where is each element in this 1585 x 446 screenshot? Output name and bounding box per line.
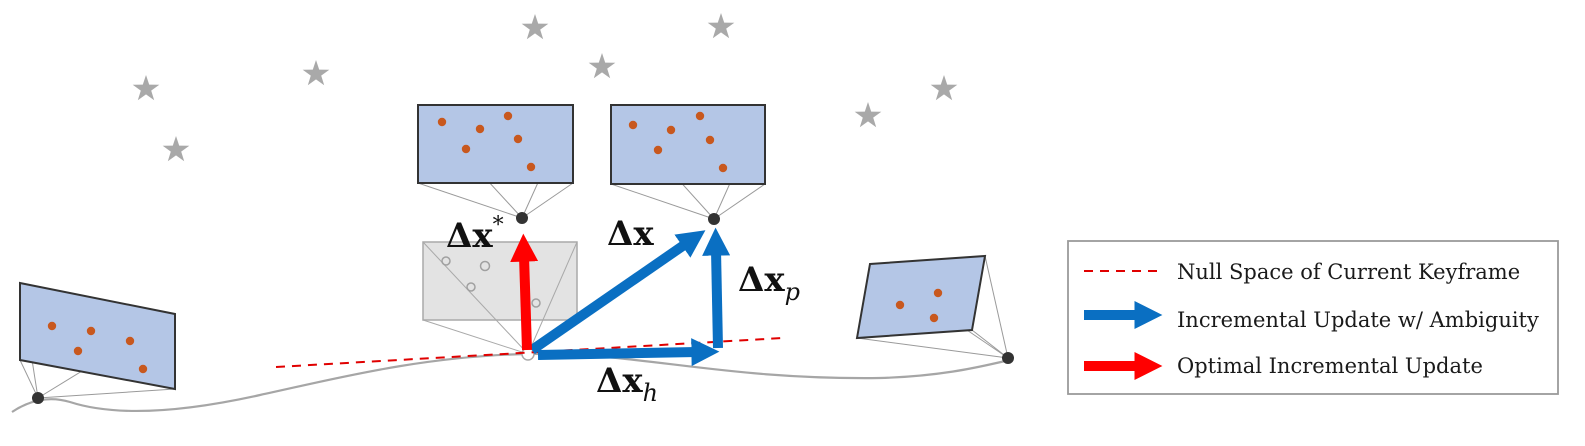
arrow-dx-star — [510, 233, 539, 351]
label-dx-p: Δxp — [738, 260, 800, 306]
star-icon — [707, 13, 735, 39]
arrow-dx — [529, 230, 706, 355]
feature-points — [437, 111, 536, 172]
camera-center — [32, 392, 44, 404]
camera-center — [708, 213, 720, 225]
arrow-dx-p — [702, 227, 731, 349]
keyframe-optimal — [417, 104, 574, 224]
ghost-feature-points — [441, 256, 541, 308]
camera-trajectory — [11, 352, 1011, 413]
star-icon — [930, 75, 958, 101]
label-dx-star: Δx* — [446, 213, 504, 256]
arrow-dx-h — [537, 338, 720, 367]
legend-label-optimal: Optimal Incremental Update — [1177, 354, 1483, 378]
feature-points — [628, 111, 728, 173]
star-icon — [302, 60, 330, 86]
feature-points — [895, 288, 943, 323]
legend: Null Space of Current Keyframe Increment… — [1067, 240, 1559, 395]
ghost-keyframe — [422, 241, 578, 361]
image-plane — [610, 104, 766, 185]
keyframe-ambiguous — [610, 104, 766, 225]
camera-center — [1002, 352, 1014, 364]
landmark-stars — [132, 13, 958, 162]
star-icon — [521, 14, 549, 40]
keyframe-left — [19, 281, 176, 404]
image-plane — [19, 281, 176, 391]
label-dx: Δx — [607, 214, 654, 254]
legend-label-ambiguity: Incremental Update w/ Ambiguity — [1177, 308, 1539, 332]
camera-center — [516, 212, 528, 224]
keyframe-right — [855, 254, 1014, 364]
star-icon — [162, 136, 190, 162]
image-plane — [417, 104, 574, 184]
star-icon — [854, 102, 882, 128]
star-icon — [132, 75, 160, 101]
legend-label-null-space: Null Space of Current Keyframe — [1177, 260, 1520, 284]
label-dx-h: Δxh — [596, 361, 658, 407]
image-plane — [855, 254, 987, 340]
star-icon — [588, 53, 616, 79]
feature-points — [47, 321, 148, 374]
